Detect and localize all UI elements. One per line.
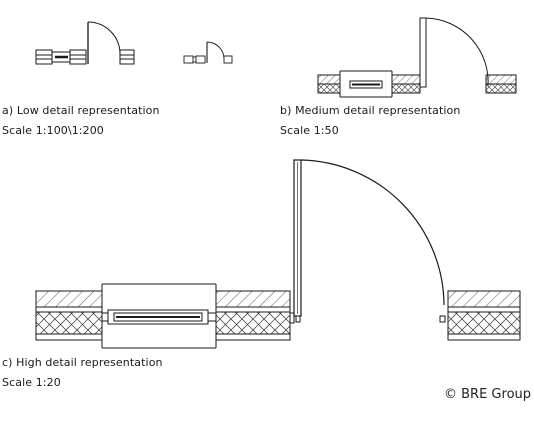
medium-detail-door-plan — [317, 17, 517, 98]
low-detail-door-plan — [35, 21, 135, 65]
panel-a-caption: a) Low detail representation — [2, 104, 160, 117]
copyright-notice: © BRE Group — [444, 387, 532, 402]
panel-b-caption: b) Medium detail representation — [280, 104, 461, 117]
high-detail-door-plan — [35, 159, 521, 349]
panel-a-scale: Scale 1:100\1:200 — [2, 124, 104, 137]
low-detail-door-plan-small — [183, 41, 233, 64]
panel-b-scale: Scale 1:50 — [280, 124, 339, 137]
panel-c-scale: Scale 1:20 — [2, 376, 61, 389]
panel-c-caption: c) High detail representation — [2, 356, 163, 369]
